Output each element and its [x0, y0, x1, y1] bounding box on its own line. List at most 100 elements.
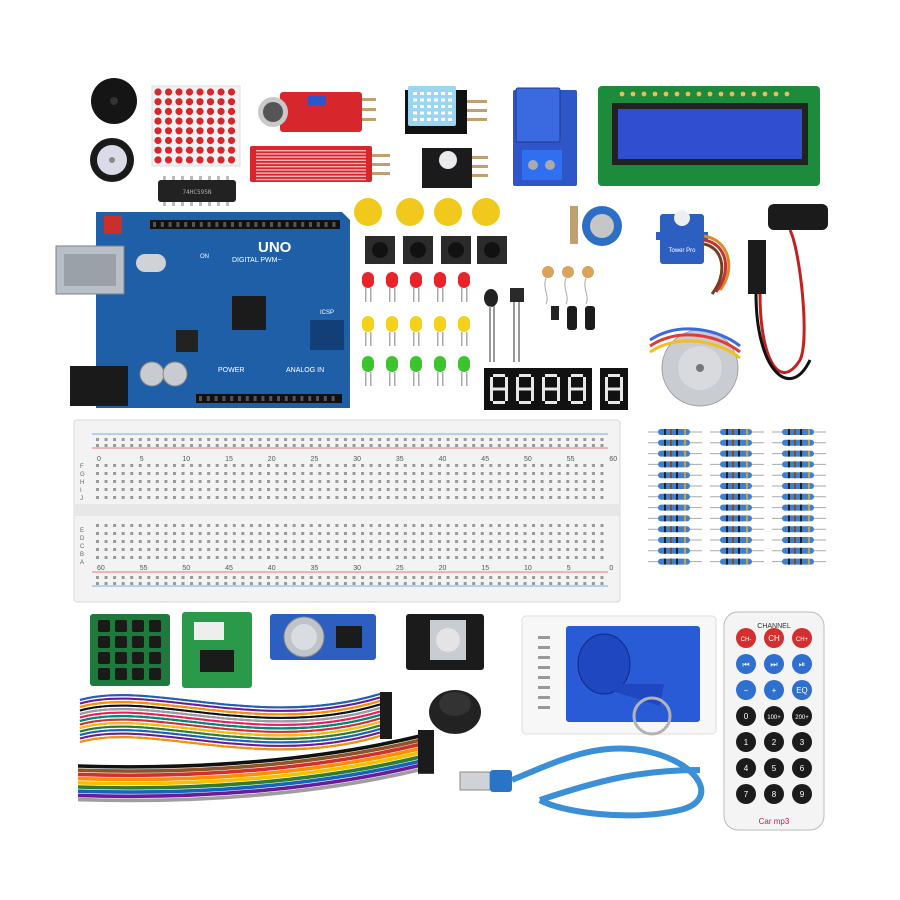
bb-hole: [489, 576, 493, 579]
jumper-wire: [79, 707, 381, 723]
segment: [545, 401, 557, 404]
dht-vent: [413, 111, 417, 115]
bb-hole: [215, 540, 219, 543]
bb-hole: [455, 488, 459, 491]
bb-hole: [155, 444, 159, 447]
bb-hole: [386, 496, 390, 499]
led: [434, 356, 446, 372]
resistor-band: [670, 537, 672, 543]
resistor-band: [788, 461, 790, 468]
header-hole: [238, 222, 242, 227]
bb-hole: [420, 438, 424, 441]
bb-hole: [497, 548, 501, 551]
bb-hole: [172, 480, 176, 483]
bb-hole: [600, 556, 604, 559]
bb-hole: [326, 548, 330, 551]
bb-hole: [523, 496, 527, 499]
bb-letter: B: [80, 552, 84, 558]
bb-hole: [292, 576, 296, 579]
bb-hole: [514, 582, 518, 585]
segment: [505, 377, 508, 389]
remote-button: [792, 628, 812, 648]
bb-hole: [181, 582, 185, 585]
bb-hole: [275, 444, 279, 447]
bb-hole: [249, 576, 253, 579]
bb-hole: [352, 576, 356, 579]
matrix-dot: [164, 88, 173, 96]
resistor-band: [732, 515, 734, 522]
bb-hole: [438, 438, 441, 441]
bb-hole: [378, 464, 382, 467]
bb-hole: [258, 472, 262, 475]
bb-hole: [138, 548, 142, 551]
led-leg: [461, 332, 463, 346]
resistors: [648, 429, 826, 565]
dht-vent: [441, 111, 445, 115]
bb-hole: [369, 464, 373, 467]
resistor-band: [788, 429, 790, 435]
matrix-dot: [206, 117, 215, 125]
bb-hole: [557, 556, 561, 559]
bb-hole: [147, 464, 151, 467]
bb-hole: [352, 444, 356, 447]
bb-hole: [292, 438, 296, 441]
bb-hole: [429, 480, 433, 483]
remote-button: [792, 654, 812, 674]
matrix-dot: [227, 98, 236, 106]
bb-hole: [343, 532, 347, 535]
bb-hole: [403, 532, 407, 535]
matrix-dot: [217, 127, 225, 135]
bb-hole: [301, 444, 305, 447]
resistor-band: [684, 429, 686, 435]
segment: [493, 387, 505, 391]
resistor-band: [664, 558, 666, 565]
bb-hole: [497, 488, 501, 491]
dht-vent: [434, 105, 438, 108]
bb-hole: [198, 576, 202, 579]
bb-hole: [523, 540, 527, 543]
bb-hole: [455, 532, 459, 535]
bb-hole: [438, 472, 441, 475]
bb-hole: [138, 576, 142, 579]
bb-hole: [326, 444, 330, 447]
bb-hole: [420, 464, 424, 467]
remote-button: [736, 706, 756, 726]
resistor-band: [800, 472, 802, 479]
header-hole: [184, 222, 188, 227]
chip-pin: [181, 176, 184, 180]
ribbon-wire: [77, 738, 421, 773]
bb-hole: [583, 438, 587, 441]
bb-hole: [267, 556, 270, 559]
bb-hole: [258, 540, 262, 543]
bb-hole: [172, 464, 176, 467]
bb-hole: [591, 540, 595, 543]
header-hole: [253, 396, 257, 401]
header-hole: [192, 222, 195, 227]
bb-hole: [343, 582, 347, 585]
matrix-dot: [154, 98, 162, 106]
bb-hole: [104, 582, 108, 585]
led-leg: [418, 288, 420, 302]
matrix-dot: [227, 107, 236, 115]
bb-hole: [446, 464, 450, 467]
dht-vent: [441, 92, 445, 95]
bb-hole: [532, 444, 536, 447]
bb-hole: [113, 532, 117, 535]
matrix-dot: [164, 146, 173, 154]
chip-pin: [172, 176, 175, 180]
bb-hole: [258, 582, 262, 585]
bb-hole: [284, 464, 288, 467]
bb-hole: [335, 540, 339, 543]
bb-hole: [318, 556, 322, 559]
matrix-dot: [164, 136, 173, 145]
segment: [490, 377, 493, 389]
bb-hole: [113, 548, 117, 551]
bb-hole: [318, 576, 322, 579]
bb-hole: [352, 548, 356, 551]
bb-hole: [574, 488, 578, 491]
segment: [568, 377, 571, 389]
resistor-band: [676, 504, 678, 511]
resistor-band: [732, 526, 734, 533]
bb-hole: [96, 556, 99, 559]
bb-number: 25: [311, 456, 319, 463]
